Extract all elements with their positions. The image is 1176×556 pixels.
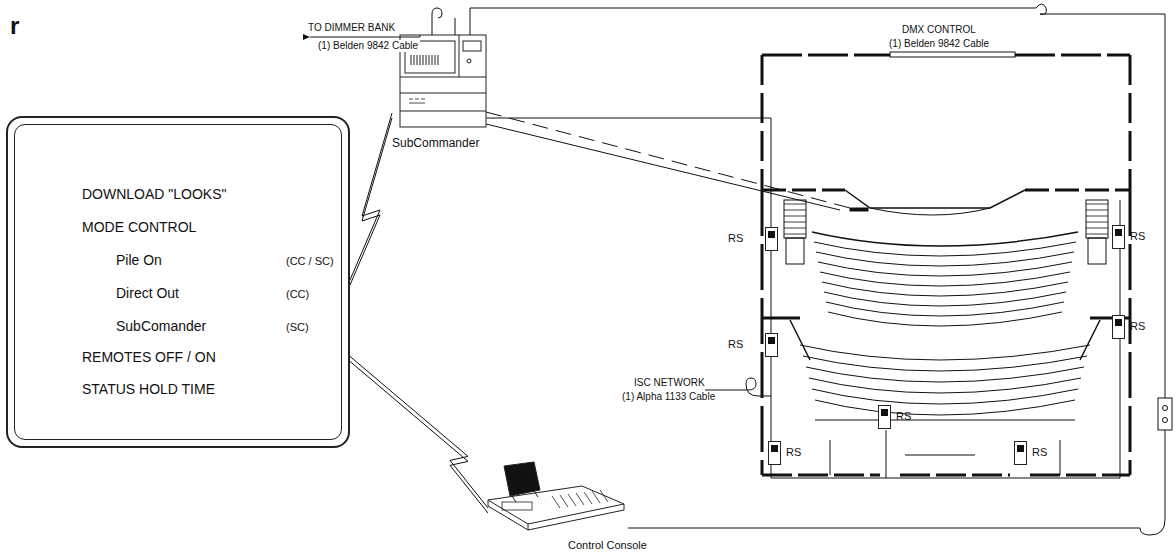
remote-station-button (1115, 319, 1122, 326)
remote-station: RS (1112, 314, 1166, 340)
seat-row (826, 302, 1064, 316)
remote-station-button (768, 231, 775, 238)
seat-row (824, 292, 1066, 306)
unit-label: SubCommander (392, 137, 479, 151)
remote-station-button (771, 445, 778, 452)
remote-station-box (765, 333, 778, 357)
stair-step (1086, 234, 1108, 235)
stair-step (1086, 222, 1108, 223)
station-label: RS (1130, 320, 1145, 333)
remote-station-button (881, 409, 888, 416)
stair-step (784, 222, 806, 223)
remote-station: RS (1014, 440, 1068, 466)
menu-item: DOWNLOAD "LOOKS" (82, 186, 227, 202)
console-label: Control Console (568, 539, 647, 552)
remote-station-box (768, 441, 781, 465)
remote-station-button (1115, 229, 1122, 236)
seat-row (820, 272, 1070, 286)
remote-station-box (765, 227, 778, 251)
screen-panel: DOWNLOAD "LOOKS" MODE CONTROL Pile On (CC /… (6, 116, 350, 448)
cable-name: ISC NETWORK (632, 377, 707, 389)
controller-code: (CC) (286, 288, 309, 301)
stair-step (784, 234, 806, 235)
station-label: RS (728, 338, 743, 351)
station-label: RS (1032, 446, 1047, 459)
controller-code: (SC) (286, 321, 309, 334)
station-label: RS (1130, 230, 1145, 243)
remote-station: RS (878, 404, 932, 430)
stair-step (1086, 228, 1108, 229)
seat-row (816, 252, 1074, 266)
menu-item: REMOTES OFF / ON (82, 349, 216, 365)
menu-item: STATUS HOLD TIME (82, 381, 215, 397)
seat-row (809, 378, 1081, 393)
control-console: Control Console (482, 460, 667, 554)
remote-station-box (1112, 225, 1125, 249)
seat-row (803, 356, 1087, 371)
seat-row (800, 345, 1090, 360)
remote-station: RS (726, 226, 780, 252)
stair-step (1086, 210, 1108, 211)
seat-row (815, 400, 1075, 415)
controller-code: (CC / SC) (286, 255, 334, 268)
seat-row (822, 282, 1068, 296)
seat-row (818, 262, 1072, 276)
seat-row (806, 367, 1084, 382)
stair-step (1086, 204, 1108, 205)
stair-step (784, 204, 806, 205)
page-letter: r (8, 12, 21, 40)
seat-row (812, 389, 1078, 404)
menu-item: Direct Out (116, 285, 179, 301)
cable-type: (1) Belden 9842 Cable (316, 40, 420, 52)
seat-row (828, 312, 1062, 326)
cable-name: DMX CONTROL (900, 24, 978, 36)
wireless-link (350, 113, 392, 285)
stair-step (784, 210, 806, 211)
console-drawing (482, 460, 632, 538)
station-label: RS (728, 232, 743, 245)
menu-item: Pile On (116, 252, 162, 268)
cable-name: TO DIMMER BANK (306, 22, 397, 34)
remote-station-button (768, 337, 775, 344)
seat-row (812, 232, 1078, 246)
remote-station-box (1014, 441, 1027, 465)
station-label: RS (896, 410, 911, 423)
station-label: RS (786, 446, 801, 459)
stair-step (784, 216, 806, 217)
menu-item: SubComander (116, 318, 206, 334)
remote-station: RS (726, 332, 780, 358)
wireless-link (350, 356, 488, 513)
stair-step (784, 228, 806, 229)
remote-station: RS (1112, 224, 1166, 250)
cable-type: (1) Alpha 1133 Cable (620, 391, 717, 403)
remote-station-box (878, 405, 891, 429)
cable-type: (1) Belden 9842 Cable (887, 38, 991, 50)
remote-station-button (1017, 445, 1024, 452)
remote-station: RS (768, 440, 822, 466)
stair-step (1086, 216, 1108, 217)
menu-item: MODE CONTROL (82, 219, 196, 235)
seat-row (814, 242, 1076, 256)
remote-station-box (1112, 315, 1125, 339)
